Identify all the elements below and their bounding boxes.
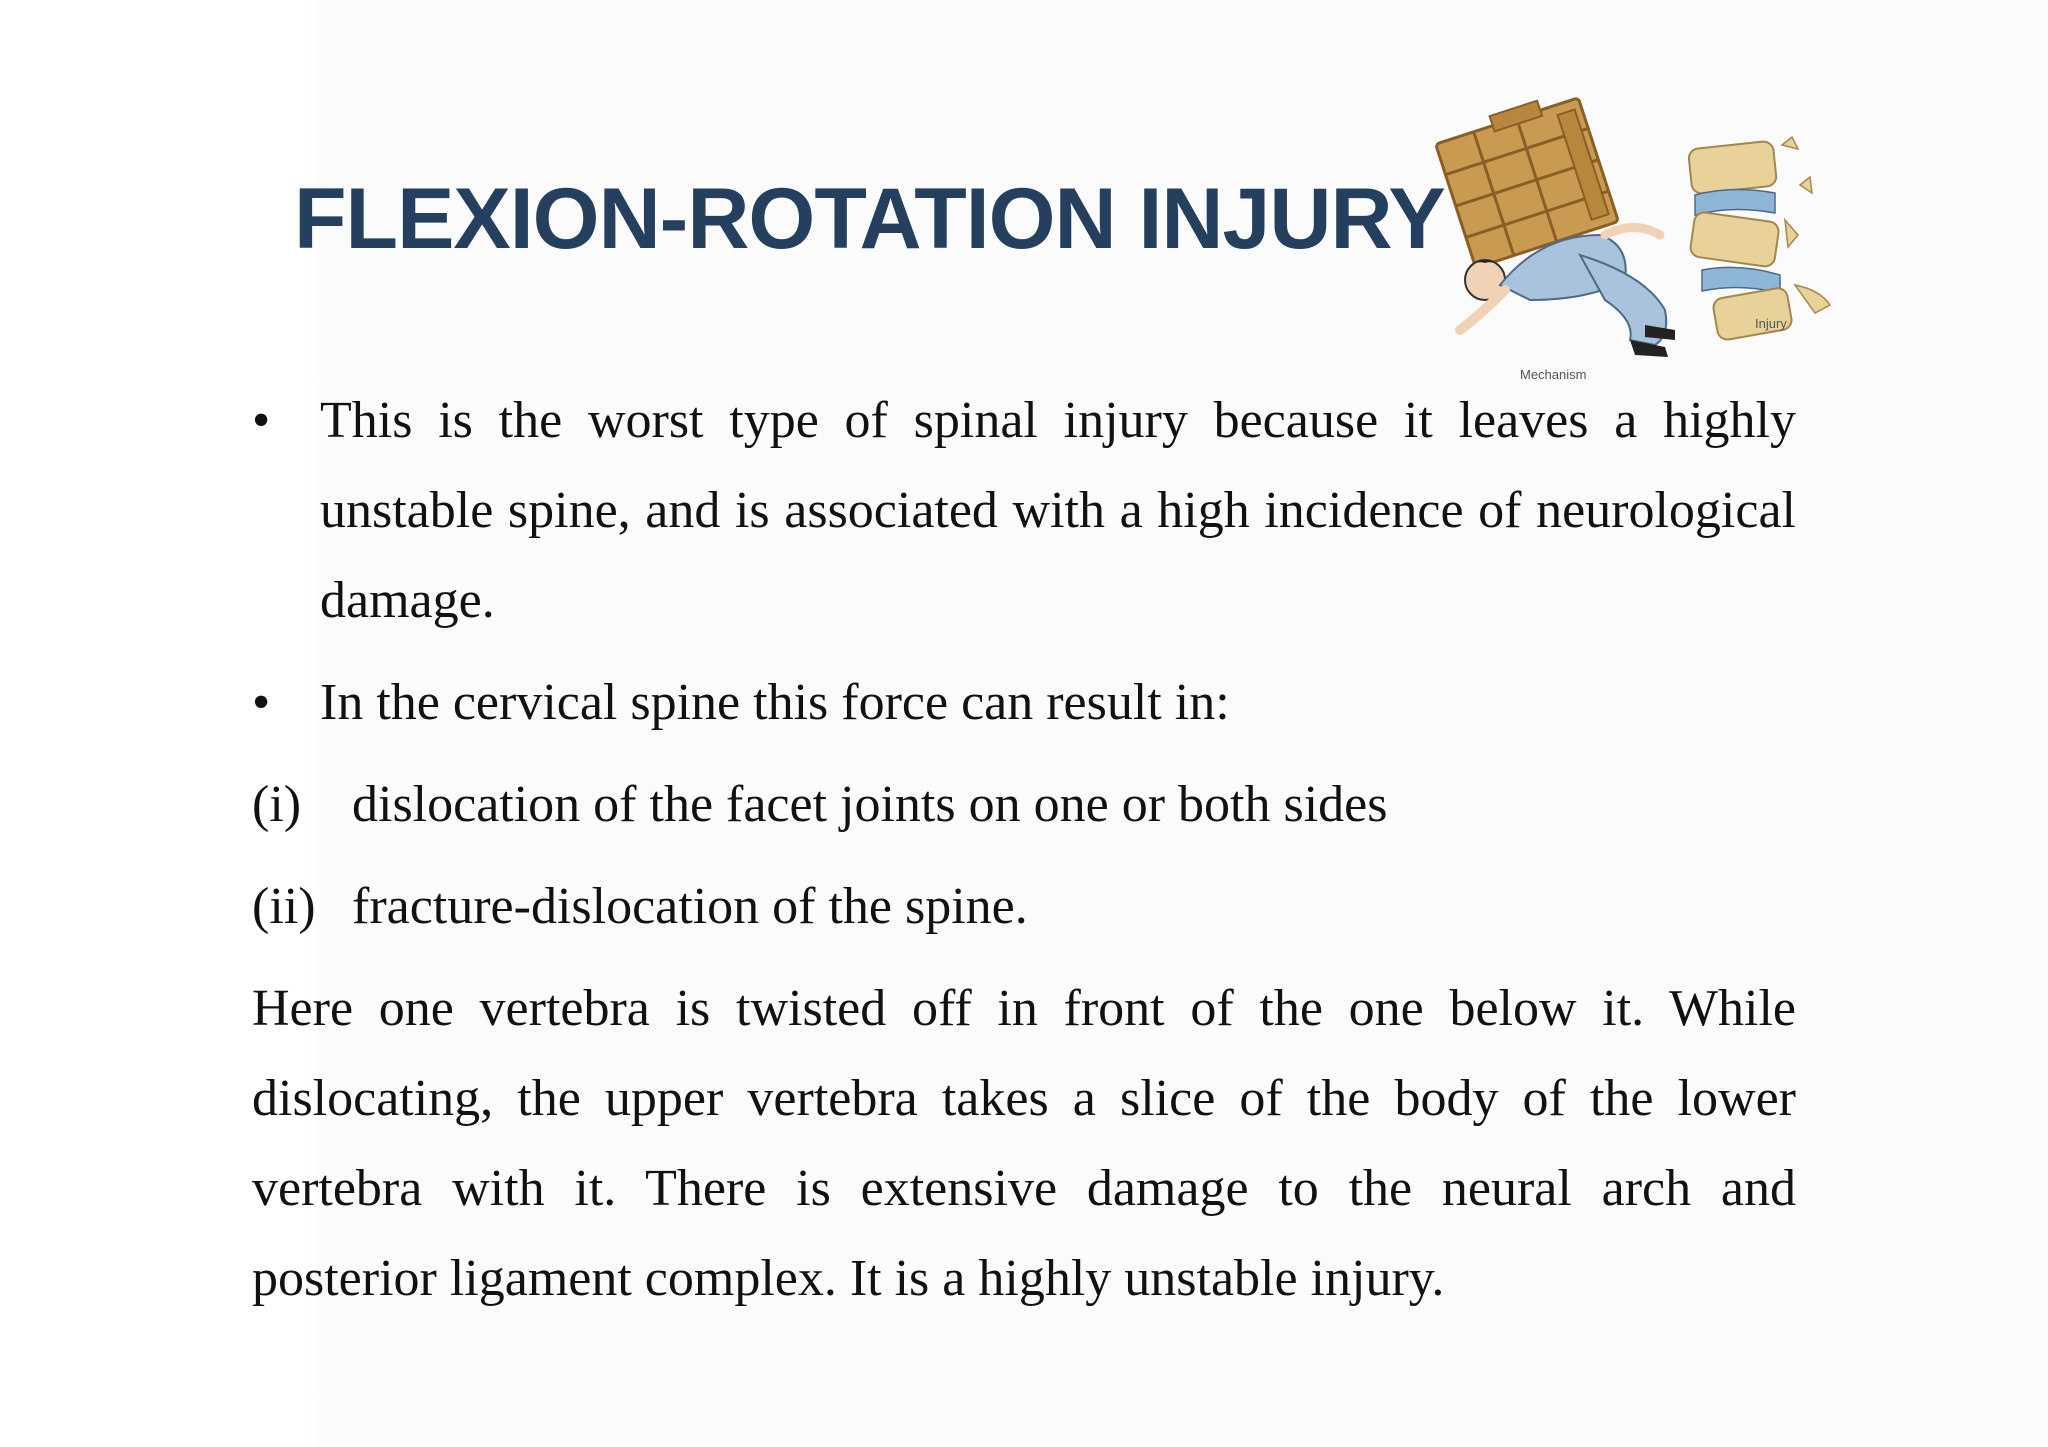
bullet-marker: • [252, 392, 271, 449]
bullet-text: This is the worst type of spinal injury … [320, 392, 1796, 629]
bullet-item: • This is the worst type of spinal injur… [252, 376, 1796, 646]
crate-icon [1435, 97, 1619, 269]
numbered-marker: (ii) [252, 878, 316, 935]
injury-label: Injury [1755, 316, 1787, 331]
slide-body: • This is the worst type of spinal injur… [252, 376, 1796, 1324]
injury-illustration: Mechanism Injury [1430, 85, 1850, 385]
mechanism-label: Mechanism [1520, 367, 1586, 382]
vertebrae-icon: Injury [1687, 135, 1832, 341]
numbered-item: (ii) fracture-dislocation of the spine. [252, 862, 1796, 952]
bullet-marker: • [252, 674, 271, 731]
bullet-item: • In the cervical spine this force can r… [252, 658, 1796, 748]
numbered-text: fracture-dislocation of the spine. [352, 878, 1028, 935]
numbered-marker: (i) [252, 776, 302, 833]
body-paragraph: Here one vertebra is twisted off in fron… [252, 980, 1796, 1307]
bullet-text: In the cervical spine this force can res… [320, 674, 1230, 731]
person-icon: Mechanism [1455, 223, 1675, 382]
numbered-text: dislocation of the facet joints on one o… [352, 776, 1388, 833]
numbered-item: (i) dislocation of the facet joints on o… [252, 760, 1796, 850]
slide-title: FLEXION-ROTATION INJURY [294, 171, 1446, 267]
